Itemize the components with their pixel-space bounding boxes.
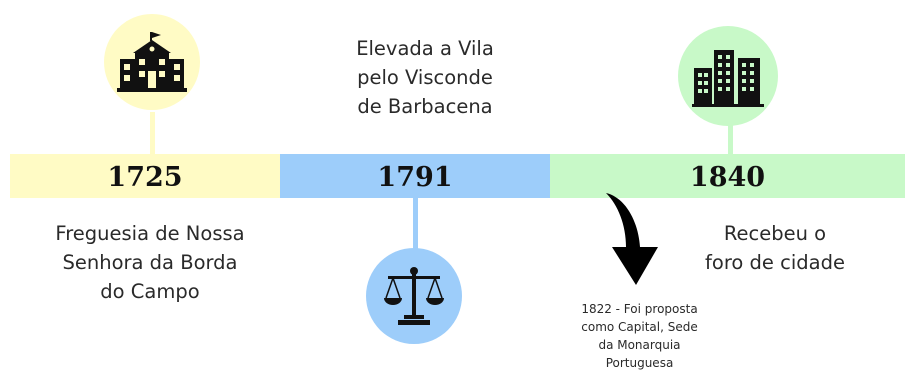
timeline-segment-1840	[550, 154, 905, 198]
description-1791-line: de Barbacena	[357, 95, 493, 118]
timeline-segment-1791	[280, 154, 550, 198]
annotation-line: da Monarquia	[598, 338, 681, 352]
description-1725-line: Senhora da Borda	[62, 251, 238, 274]
connector-1725	[150, 112, 155, 154]
year-1791: 1791	[377, 162, 453, 193]
annotation-line: Portuguesa	[605, 356, 674, 370]
city-buildings-icon	[692, 50, 764, 107]
annotation-line: como Capital, Sede	[581, 320, 698, 334]
description-1840-line: Recebeu o	[723, 222, 827, 245]
description-1840-line: foro de cidade	[705, 251, 845, 274]
curved-arrow-down-icon	[606, 193, 658, 285]
description-1840: Recebeu o foro de cidade	[670, 219, 880, 277]
year-1840: 1840	[689, 162, 766, 193]
school-building-icon	[117, 32, 187, 92]
description-1725-line: do Campo	[100, 280, 200, 303]
icon-circle-1840	[678, 26, 778, 126]
connector-1791	[413, 198, 418, 250]
description-1791: Elevada a Vila pelo Visconde de Barbacen…	[310, 34, 540, 121]
annotation-line: 1822 - Foi proposta	[581, 302, 698, 316]
icon-circle-1725	[104, 14, 200, 110]
timeline-segment-1725	[10, 154, 280, 198]
scales-of-justice-icon	[384, 267, 444, 325]
description-1791-line: pelo Visconde	[357, 66, 493, 89]
year-1725: 1725	[107, 162, 183, 193]
annotation-1822: 1822 - Foi proposta como Capital, Sede d…	[562, 300, 717, 372]
description-1725: Freguesia de Nossa Senhora da Borda do C…	[35, 219, 265, 306]
description-1791-line: Elevada a Vila	[356, 37, 494, 60]
description-1725-line: Freguesia de Nossa	[55, 222, 245, 245]
connector-1840	[728, 122, 733, 154]
icon-circle-1791	[366, 248, 462, 344]
